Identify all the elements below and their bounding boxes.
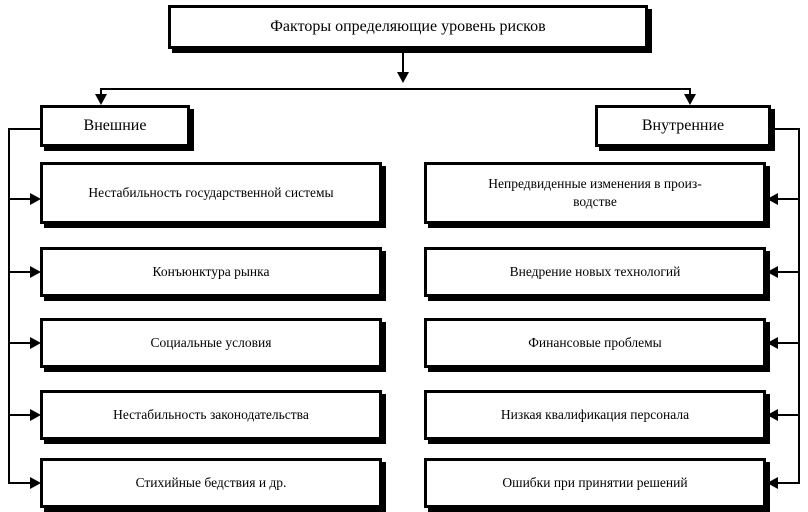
connector-branch-internal-arrowhead bbox=[684, 94, 696, 105]
connector-right-feeder-0 bbox=[776, 198, 800, 200]
connector-external-stub bbox=[8, 128, 42, 130]
factor-label-internal-0: Непредвиденные изменения в произ- водств… bbox=[488, 175, 702, 209]
factor-box-internal-0: Непредвиденные изменения в произ- водств… bbox=[424, 162, 766, 224]
connector-left-feeder-3-arrowhead bbox=[30, 409, 41, 421]
connector-internal-stub bbox=[771, 128, 800, 130]
factor-label-external-0: Нестабильность государственной системы bbox=[88, 184, 334, 200]
factor-box-internal-2: Финансовые проблемы bbox=[424, 318, 766, 368]
factor-box-internal-1: Внедрение новых технологий bbox=[424, 247, 766, 297]
connector-left-feeder-3 bbox=[8, 414, 32, 416]
category-box-internal: Внутренние bbox=[595, 105, 771, 147]
factor-box-internal-4: Ошибки при принятии решений bbox=[424, 458, 766, 508]
factor-label-external-3: Нестабильность законодательства bbox=[113, 406, 309, 422]
connector-right-bus bbox=[798, 128, 800, 484]
factor-box-external-4: Стихийные бедствия и др. bbox=[40, 458, 382, 508]
factor-label-external-4: Стихийные бедствия и др. bbox=[135, 474, 287, 490]
connector-split-bus bbox=[100, 88, 690, 90]
connector-left-bus bbox=[8, 128, 10, 484]
connector-right-feeder-3 bbox=[776, 414, 800, 416]
category-label-internal: Внутренние bbox=[641, 117, 725, 135]
factor-box-internal-3: Низкая квалификация персонала bbox=[424, 390, 766, 440]
connector-branch-external-arrowhead bbox=[95, 94, 107, 105]
diagram-title-label: Факторы определяющие уровень рисков bbox=[270, 18, 546, 36]
factor-label-external-1: Конъюнктура рынка bbox=[152, 263, 270, 279]
factor-box-external-2: Социальные условия bbox=[40, 318, 382, 368]
connector-left-feeder-0-arrowhead bbox=[30, 193, 41, 205]
factor-label-internal-2: Финансовые проблемы bbox=[528, 334, 662, 350]
factor-label-internal-4: Ошибки при принятии решений bbox=[502, 474, 688, 490]
connector-left-feeder-4 bbox=[8, 482, 32, 484]
factor-box-external-0: Нестабильность государственной системы bbox=[40, 162, 382, 224]
connector-title-stem-arrowhead bbox=[397, 72, 409, 83]
connector-left-feeder-2-arrowhead bbox=[30, 337, 41, 349]
connector-right-feeder-2 bbox=[776, 342, 800, 344]
connector-right-feeder-0-arrowhead bbox=[767, 193, 778, 205]
connector-right-feeder-4 bbox=[776, 482, 800, 484]
connector-right-feeder-3-arrowhead bbox=[767, 409, 778, 421]
connector-branch-external bbox=[100, 88, 102, 96]
connector-left-feeder-2 bbox=[8, 342, 32, 344]
connector-left-feeder-0 bbox=[8, 198, 32, 200]
factor-label-internal-3: Низкая квалификация персонала bbox=[500, 406, 690, 422]
diagram-title-box: Факторы определяющие уровень рисков bbox=[168, 5, 648, 49]
connector-title-stem bbox=[402, 48, 404, 74]
connector-right-feeder-1 bbox=[776, 271, 800, 273]
connector-left-feeder-4-arrowhead bbox=[30, 477, 41, 489]
factor-label-external-2: Социальные условия bbox=[150, 334, 272, 350]
connector-right-feeder-1-arrowhead bbox=[767, 266, 778, 278]
connector-right-feeder-4-arrowhead bbox=[767, 477, 778, 489]
connector-right-feeder-2-arrowhead bbox=[767, 337, 778, 349]
connector-branch-internal bbox=[689, 88, 691, 96]
factor-box-external-3: Нестабильность законодательства bbox=[40, 390, 382, 440]
factor-label-internal-1: Внедрение новых технологий bbox=[509, 263, 681, 279]
factor-box-external-1: Конъюнктура рынка bbox=[40, 247, 382, 297]
category-label-external: Внешние bbox=[83, 117, 147, 135]
connector-left-feeder-1 bbox=[8, 271, 32, 273]
connector-left-feeder-1-arrowhead bbox=[30, 266, 41, 278]
category-box-external: Внешние bbox=[40, 105, 190, 147]
